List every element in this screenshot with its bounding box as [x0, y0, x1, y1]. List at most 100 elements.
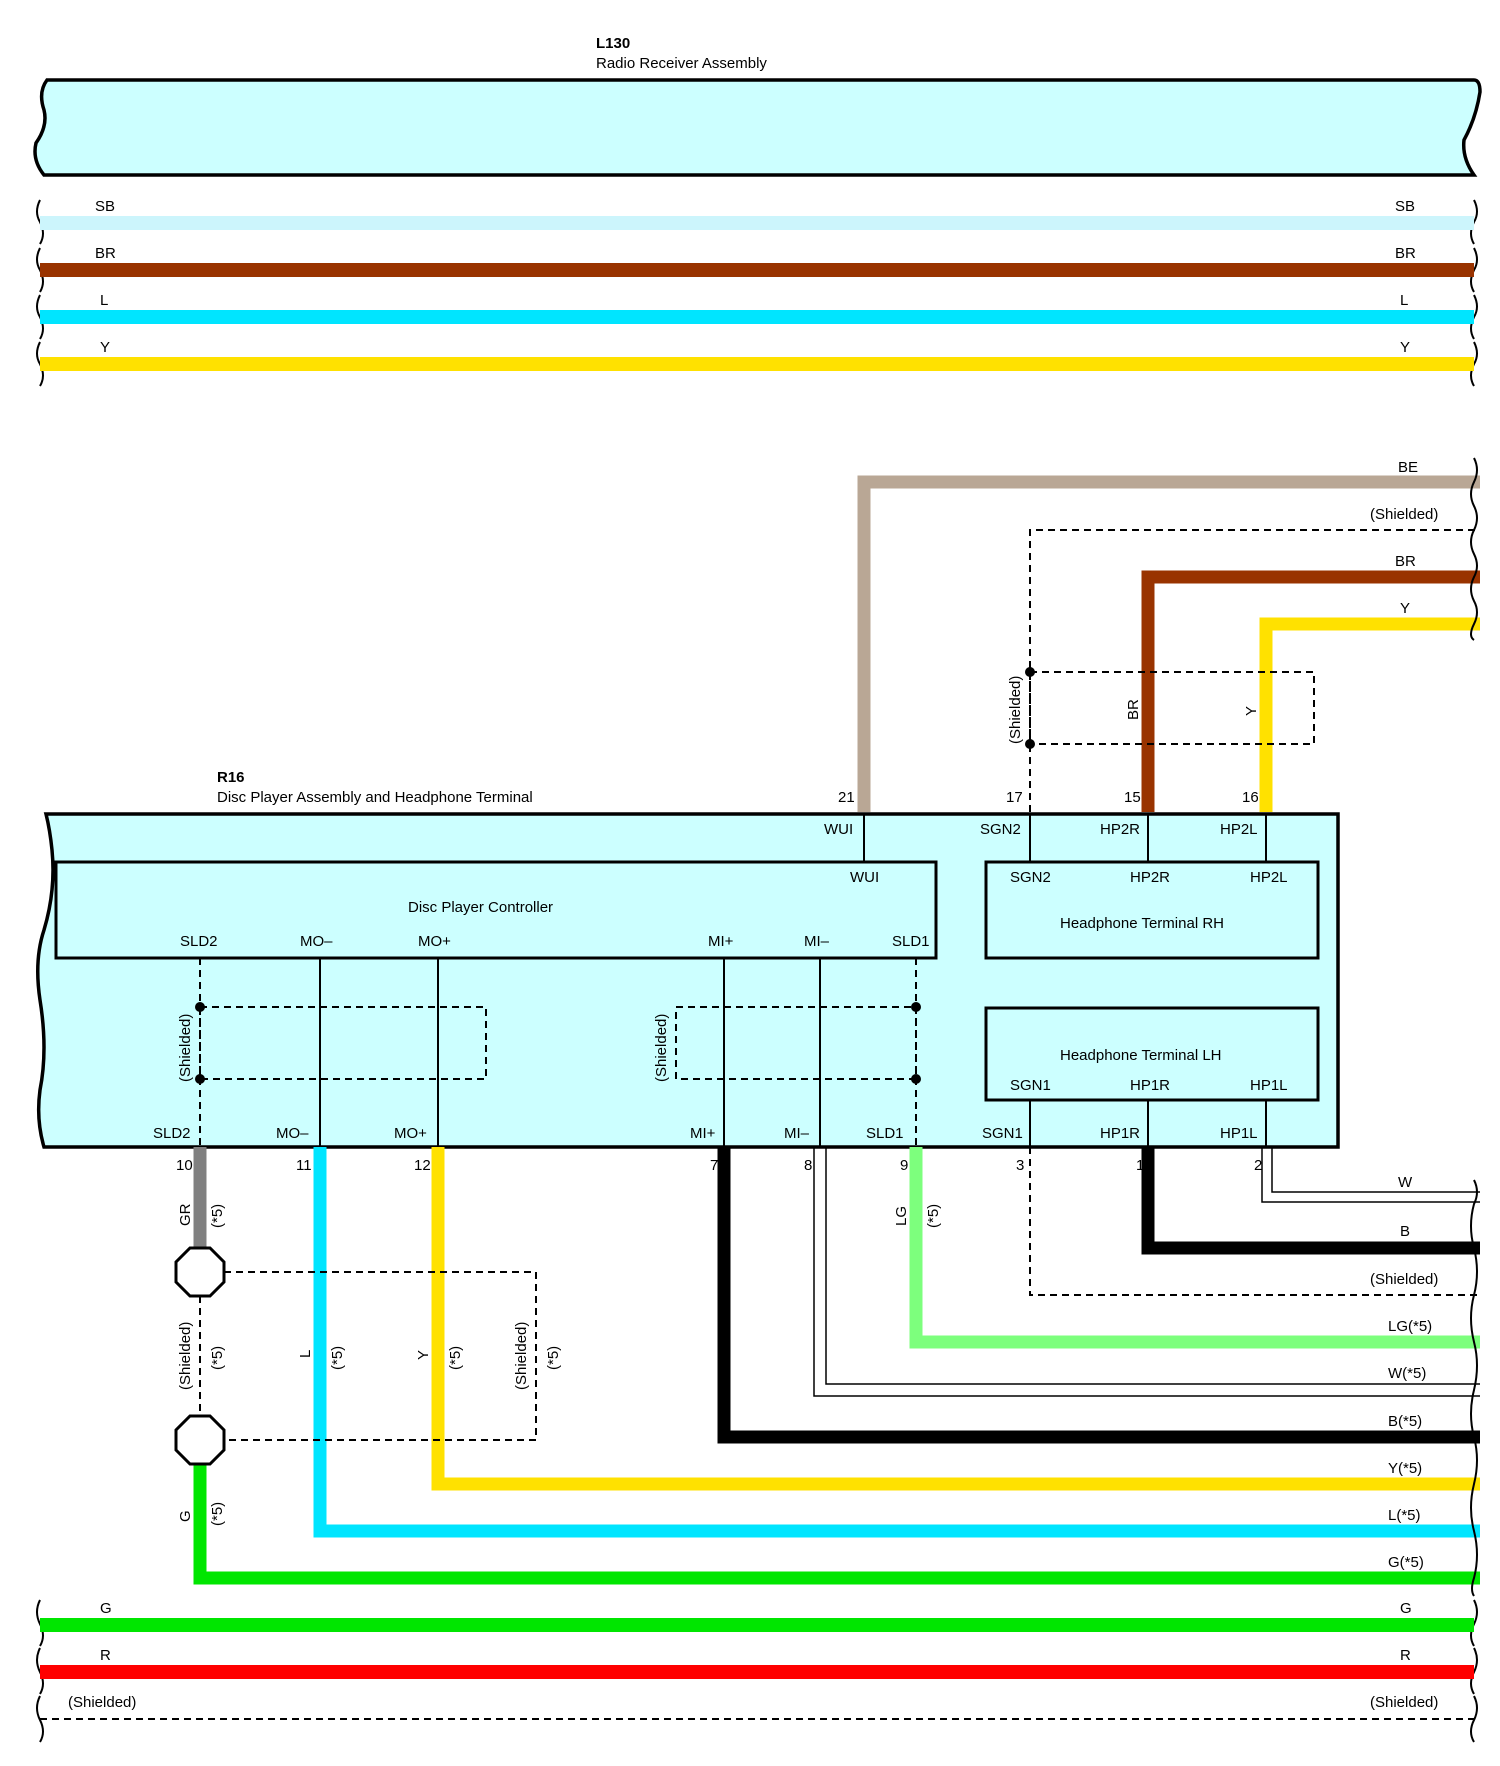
vlabel-br: BR	[1125, 699, 1142, 720]
ctrl-pin-sld1: SLD1	[892, 933, 930, 950]
top-wire-y: Y Y	[36, 339, 1478, 387]
wire-g	[40, 1618, 1474, 1632]
radio-receiver-box	[33, 78, 1482, 177]
right-label-w5: W(*5)	[1388, 1365, 1426, 1382]
wire-label-sb-left: SB	[95, 198, 115, 215]
wire-label-g-right: G	[1400, 1600, 1412, 1617]
shield-box-external	[224, 1271, 537, 1441]
rh-pin-hp2r: HP2R	[1130, 869, 1170, 886]
disc-code: R16	[217, 769, 245, 786]
vlabel-shielded-ext: (Shielded)	[177, 1322, 194, 1390]
right-label-g5: G(*5)	[1388, 1554, 1424, 1571]
vlabel-star5-gr: (*5)	[209, 1204, 226, 1228]
controller-wui: WUI	[850, 869, 879, 886]
vlabel-star5-g: (*5)	[209, 1502, 226, 1526]
right-label-shielded-bottom: (Shielded)	[1370, 1271, 1438, 1288]
bottom-wire-r: R R	[36, 1647, 1478, 1695]
top-pin-name-hp2r: HP2R	[1100, 821, 1140, 838]
controller-box	[54, 860, 938, 960]
right-break-bottom	[1470, 1179, 1478, 1597]
bottom-pin-num-3: 3	[1016, 1157, 1024, 1174]
vlabel-y: Y	[1243, 706, 1260, 716]
wire-r	[40, 1665, 1474, 1679]
wire-label-y-left: Y	[100, 339, 110, 356]
rh-pin-sgn2: SGN2	[1010, 869, 1051, 886]
wire-y	[40, 357, 1474, 371]
wire-label-l-right: L	[1400, 292, 1408, 309]
top-pin-num-21: 21	[838, 789, 855, 806]
bottom-pin-name-sld1: SLD1	[866, 1125, 904, 1142]
shield-box-top	[1029, 671, 1315, 745]
wire-be	[857, 475, 1480, 812]
rh-pin-hp2l: HP2L	[1250, 869, 1288, 886]
shield-box-right-internal	[675, 1006, 917, 1080]
bottom-pin-num-1: 1	[1136, 1157, 1144, 1174]
wire-label-br-right: BR	[1395, 245, 1416, 262]
wire-sb	[40, 216, 1474, 230]
top-wire-l: L L	[36, 292, 1478, 340]
wire-label-shielded-left: (Shielded)	[68, 1694, 136, 1711]
hp-rh-box	[984, 860, 1320, 960]
bottom-pin-name-mo-minus: MO–	[276, 1125, 309, 1142]
vlabel-gr: GR	[177, 1203, 194, 1226]
vlabel-star5-l: (*5)	[329, 1346, 346, 1370]
disc-name: Disc Player Assembly and Headphone Termi…	[217, 789, 533, 806]
wire-b-hp1r	[1141, 1147, 1480, 1255]
radio-name: Radio Receiver Assembly	[596, 55, 767, 72]
right-label-y: Y	[1400, 600, 1410, 617]
vlabel-shielded-right-int: (Shielded)	[653, 1014, 670, 1082]
top-pin-num-15: 15	[1124, 789, 1141, 806]
bottom-pin-name-mi-minus: MI–	[784, 1125, 810, 1142]
bottom-pin-name-hp1r: HP1R	[1100, 1125, 1140, 1142]
ctrl-pin-sld2: SLD2	[180, 933, 218, 950]
vlabel-shielded-ext2: (Shielded)	[513, 1322, 530, 1390]
wire-br	[40, 263, 1474, 277]
ctrl-pin-mo-minus: MO–	[300, 933, 333, 950]
wire-y5-mo-plus	[431, 1147, 1480, 1491]
bottom-pin-num-2: 2	[1254, 1157, 1262, 1174]
right-label-shielded-top: (Shielded)	[1370, 506, 1438, 523]
wire-w-hp1l-2	[1261, 1147, 1480, 1203]
splice-dot	[1025, 667, 1035, 677]
vlabel-shielded-top: (Shielded)	[1007, 676, 1024, 744]
wire-br-hp2r	[1141, 570, 1480, 812]
vlabel-shielded-left-int: (Shielded)	[177, 1014, 194, 1082]
wire-label-l-left: L	[100, 292, 108, 309]
hp-lh-box	[984, 1006, 1320, 1102]
wire-w-hp1l	[1271, 1147, 1480, 1193]
bottom-pin-name-sld2: SLD2	[153, 1125, 191, 1142]
top-pin-name-hp2l: HP2L	[1220, 821, 1258, 838]
bottom-pin-name-mi-plus: MI+	[690, 1125, 716, 1142]
bottom-pin-name-mo-plus: MO+	[394, 1125, 427, 1142]
bottom-pin-num-7: 7	[710, 1157, 718, 1174]
wire-lg-sld1	[909, 1147, 1480, 1349]
top-pin-num-16: 16	[1242, 789, 1259, 806]
vlabel-star5-y: (*5)	[447, 1346, 464, 1370]
right-wires-top: BE (Shielded) BR Y	[857, 457, 1480, 812]
vlabel-star5-shield2: (*5)	[545, 1346, 562, 1370]
splice-dot	[911, 1002, 921, 1012]
lh-pin-hp1r: HP1R	[1130, 1077, 1170, 1094]
bottom-pin-num-12: 12	[414, 1157, 431, 1174]
splice-dot	[1025, 739, 1035, 749]
hp-lh-name: Headphone Terminal LH	[1060, 1047, 1222, 1064]
vlabel-star5-lg: (*5)	[925, 1204, 942, 1228]
bottom-pin-name-sgn1: SGN1	[982, 1125, 1023, 1142]
wire-label-g-left: G	[100, 1600, 112, 1617]
ctrl-pin-mi-minus: MI–	[804, 933, 830, 950]
vlabel-lg: LG	[893, 1206, 910, 1226]
wire-label-y-right: Y	[1400, 339, 1410, 356]
splice-dot	[911, 1074, 921, 1084]
bottom-pin-num-10: 10	[176, 1157, 193, 1174]
top-pin-name-sgn2: SGN2	[980, 821, 1021, 838]
bottom-pin-num-11: 11	[296, 1157, 312, 1174]
right-label-b5: B(*5)	[1388, 1413, 1422, 1430]
wire-label-sb-right: SB	[1395, 198, 1415, 215]
wire-shielded-sgn2	[1029, 529, 1480, 812]
wire-label-shielded-right: (Shielded)	[1370, 1694, 1438, 1711]
ctrl-pin-mi-plus: MI+	[708, 933, 734, 950]
wire-label-r-left: R	[100, 1647, 111, 1664]
vlabel-star5-shield: (*5)	[209, 1346, 226, 1370]
